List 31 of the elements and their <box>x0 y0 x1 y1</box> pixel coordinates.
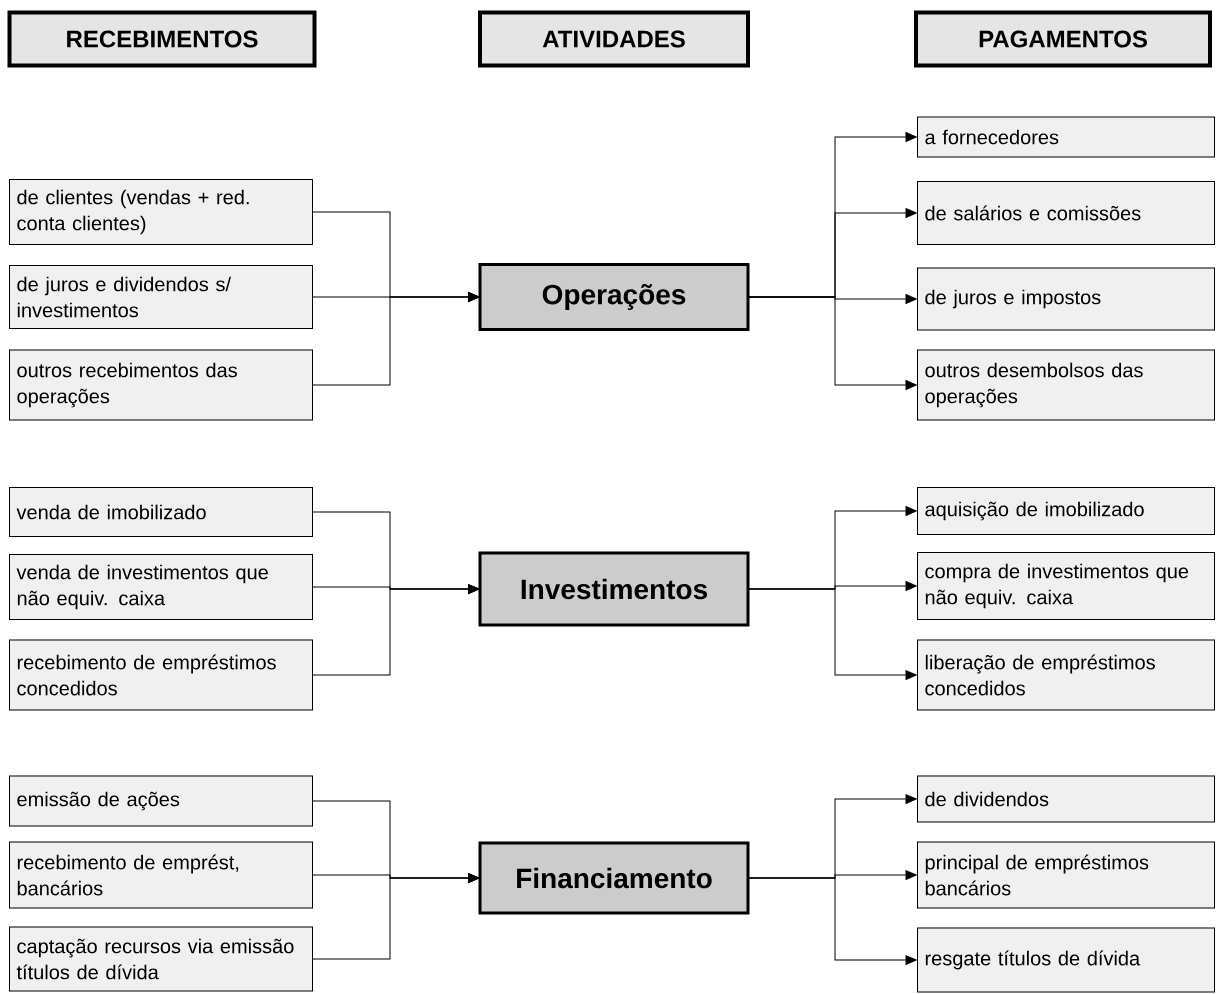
item-box: de dividendos <box>917 775 1215 823</box>
arrow <box>747 588 917 680</box>
item-box: recebimento de emprést, bancários <box>9 841 313 909</box>
arrow <box>312 584 480 676</box>
item-box: captação recursos via emissão títulos de dívida <box>9 926 313 992</box>
header-box: PAGAMENTOS <box>914 10 1212 68</box>
item-box: de juros e dividendos s/ investimentos <box>9 265 313 329</box>
arrow <box>747 877 917 965</box>
activity-box: Operações <box>478 263 750 331</box>
arrow <box>747 296 917 390</box>
item-box: recebimento de empréstimos concedidos <box>9 639 313 711</box>
item-box: emissão de ações <box>9 775 313 827</box>
item-box: aquisição de imobilizado <box>917 487 1215 535</box>
item-box: resgate títulos de dívida <box>917 927 1215 993</box>
activity-box: Financiamento <box>478 841 750 915</box>
item-box: outros desembolsos das operações <box>917 349 1215 421</box>
item-box: de juros e impostos <box>917 267 1215 331</box>
item-box: venda de investimentos que não equiv. caixa <box>9 554 313 620</box>
item-box: de clientes (vendas + red. conta clientes) <box>9 179 313 245</box>
item-box: de salários e comissões <box>917 181 1215 245</box>
activity-box: Investimentos <box>478 551 750 627</box>
item-box: a fornecedores <box>917 116 1215 158</box>
header-box: ATIVIDADES <box>478 10 750 68</box>
arrow <box>312 873 480 960</box>
arrow <box>312 292 480 386</box>
item-box: liberação de empréstimos concedidos <box>917 639 1215 711</box>
item-box: outros recebimentos das operações <box>9 349 313 421</box>
item-box: principal de empréstimos bancários <box>917 841 1215 909</box>
item-box: compra de investimentos que não equiv. caixa <box>917 552 1215 620</box>
item-box: venda de imobilizado <box>9 487 313 537</box>
header-box: RECEBIMENTOS <box>7 10 317 68</box>
